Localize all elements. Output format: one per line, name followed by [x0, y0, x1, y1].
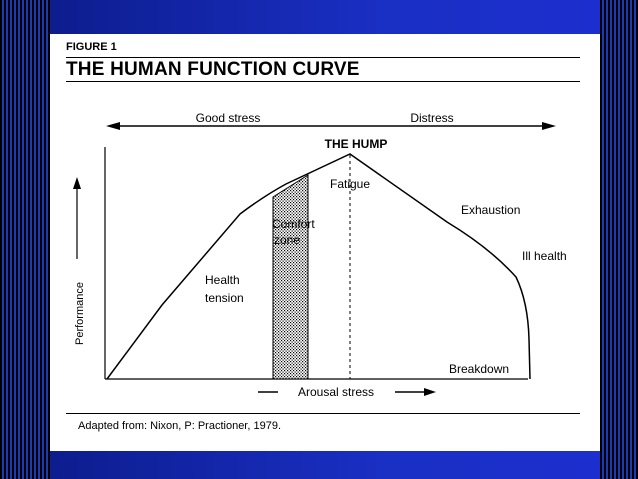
- caption-rule: [66, 413, 580, 414]
- arousal-stress-label: Arousal stress: [298, 385, 374, 399]
- breakdown-label: Breakdown: [449, 362, 509, 376]
- figure-title: THE HUMAN FUNCTION CURVE: [66, 59, 360, 80]
- comfort-zone-label-line2: zone: [274, 233, 300, 247]
- comfort-zone-label-line1: Comfort: [272, 217, 315, 231]
- arousal-stress-arrow: [258, 388, 436, 396]
- distress-label: Distress: [410, 111, 453, 125]
- title-rule: [66, 81, 580, 82]
- good-stress-label: Good stress: [196, 111, 261, 125]
- stress-range-arrow: [106, 122, 556, 130]
- performance-arrow: [73, 177, 81, 259]
- fatigue-label: Fatigue: [330, 177, 370, 191]
- right-border-stripes: [600, 0, 638, 479]
- performance-label: Performance: [74, 282, 86, 345]
- health-label-line1: Health: [205, 273, 240, 287]
- the-hump-label: THE HUMP: [325, 137, 388, 151]
- performance-curve: [106, 153, 531, 380]
- health-label-line2: tension: [205, 291, 244, 305]
- comfort-zone-band: [272, 174, 309, 380]
- left-border-stripes: [0, 0, 50, 479]
- human-function-curve-diagram: Good stress Distress Performance Arousal…: [73, 111, 567, 399]
- ill-health-label: Ill health: [522, 249, 567, 263]
- top-rule: [66, 57, 580, 58]
- slide-panel: FIGURE 1 THE HUMAN FUNCTION CURVE Good s…: [50, 34, 600, 451]
- figure-label: FIGURE 1: [66, 41, 117, 53]
- figure-caption: Adapted from: Nixon, P: Practioner, 1979…: [78, 420, 282, 432]
- exhaustion-label: Exhaustion: [461, 203, 520, 217]
